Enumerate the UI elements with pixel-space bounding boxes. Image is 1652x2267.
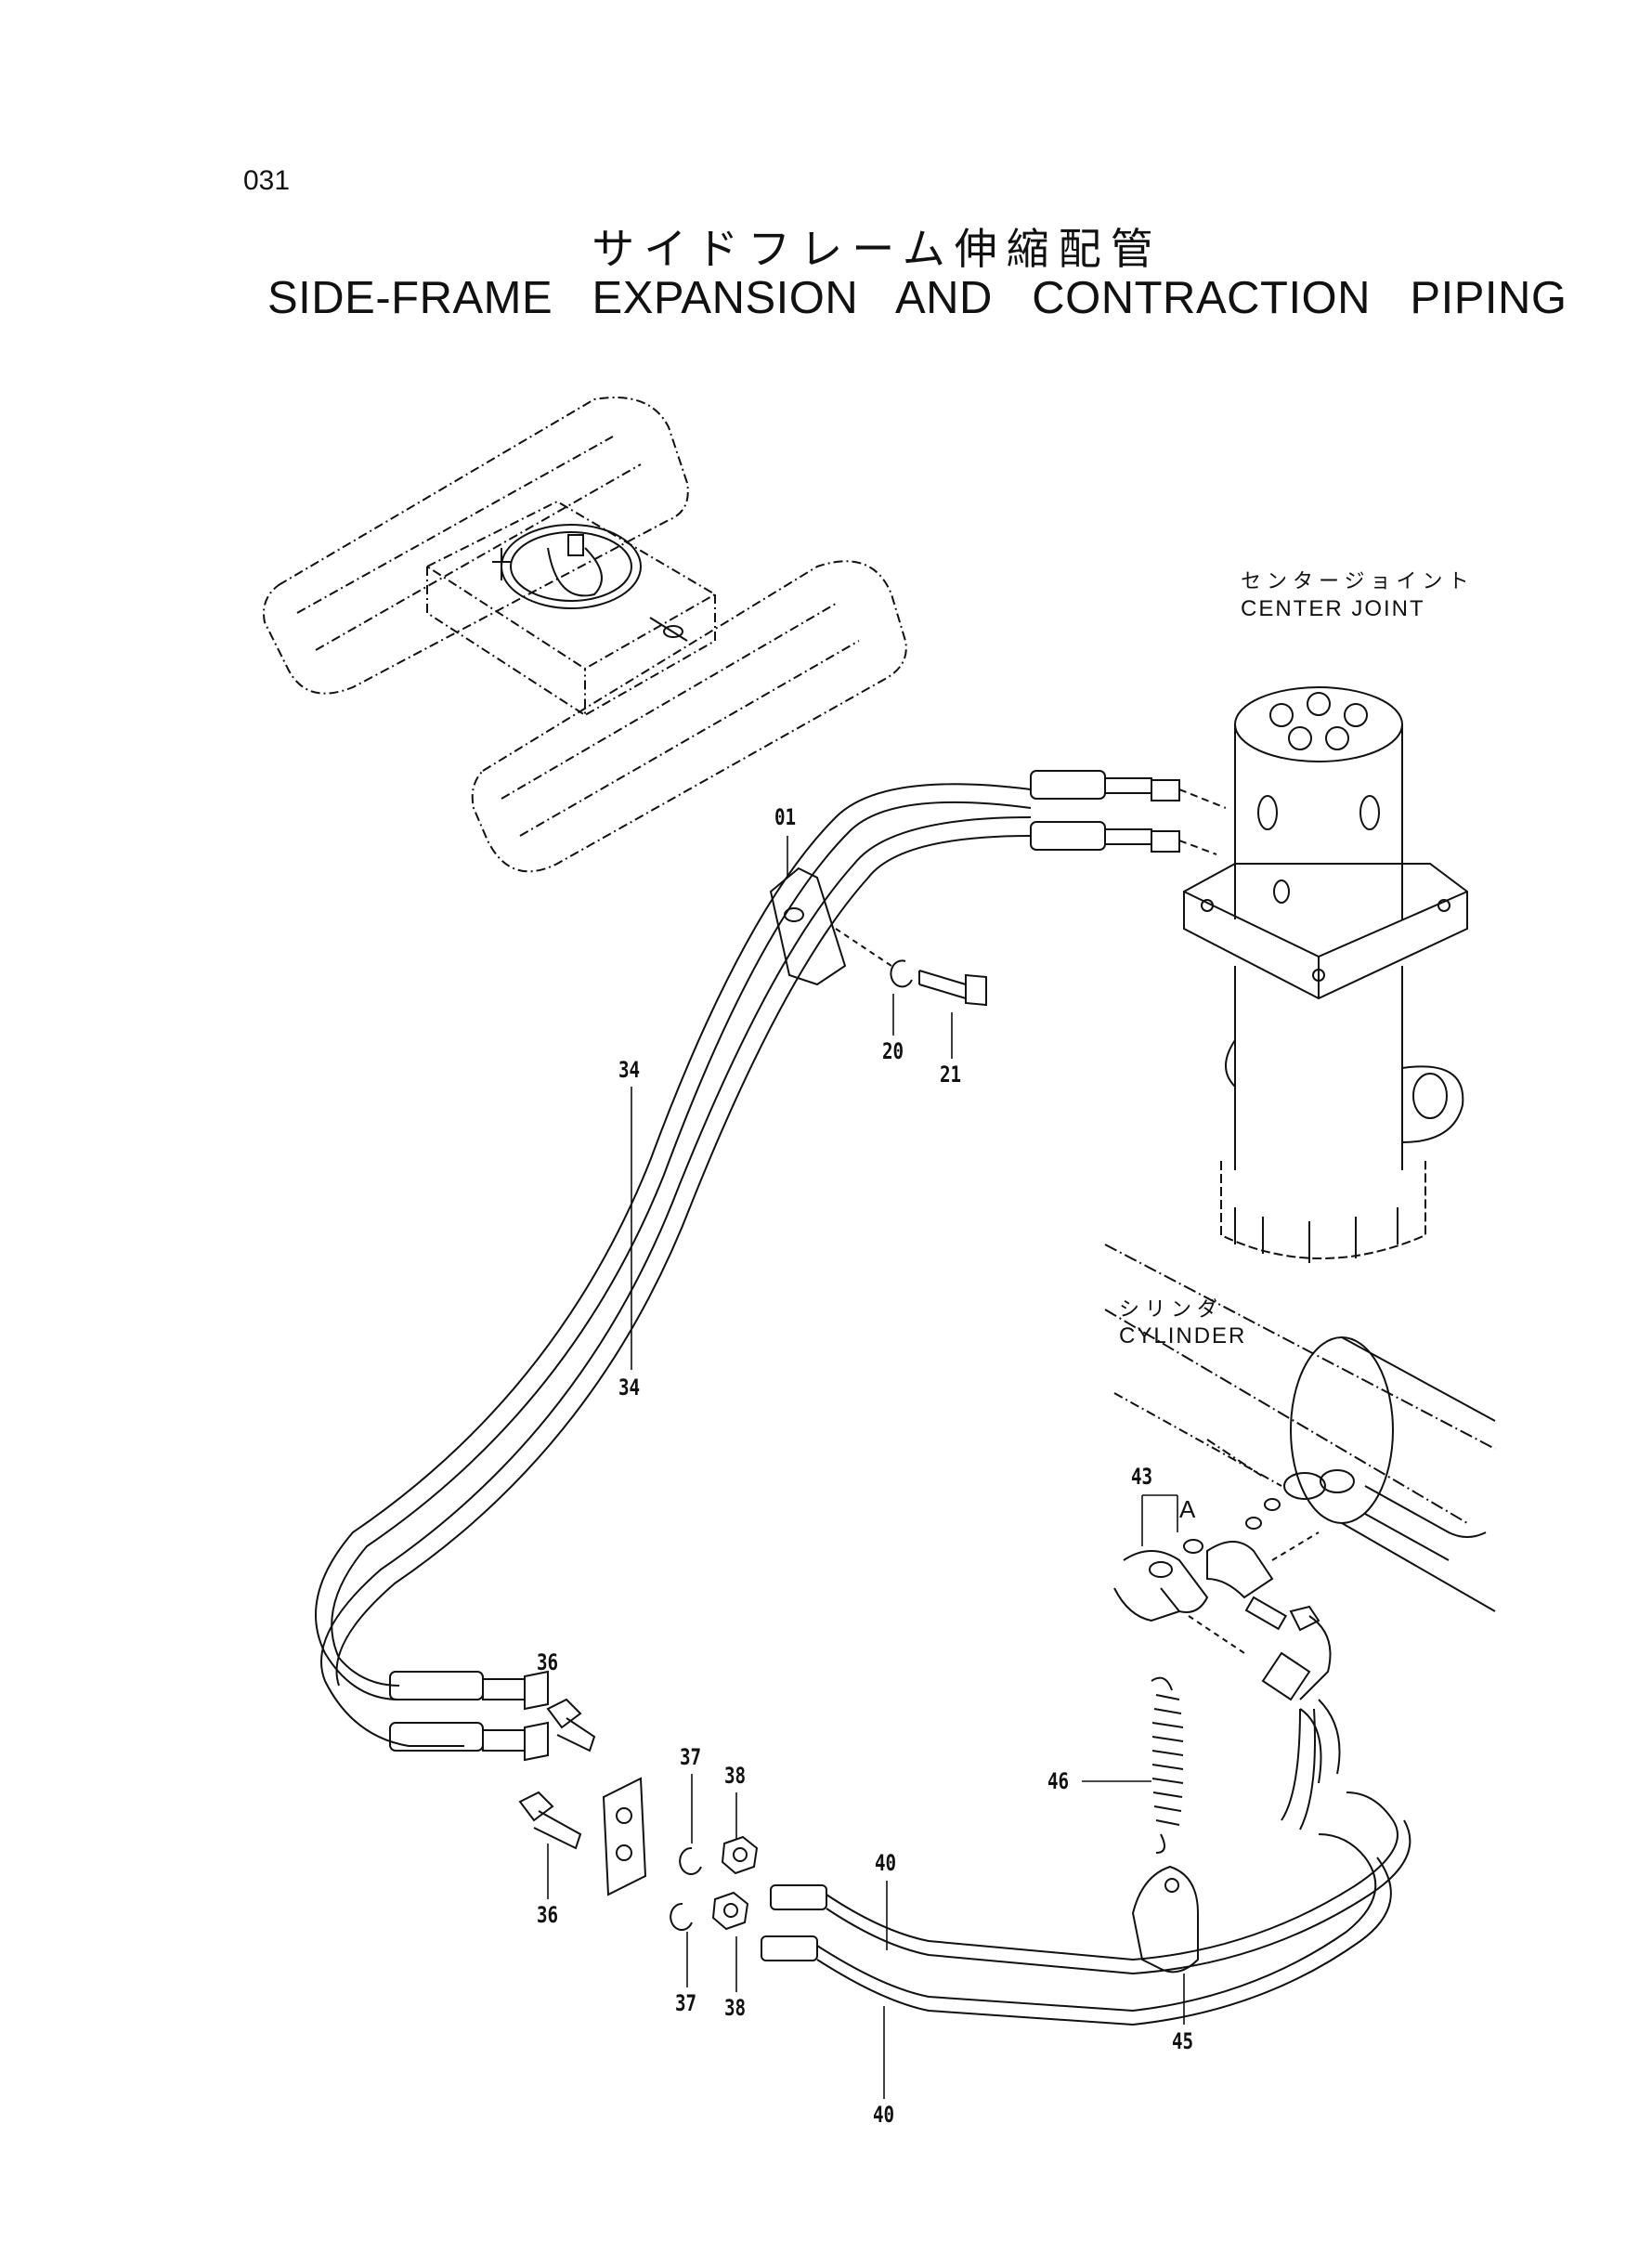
leader-lines — [548, 836, 1184, 2099]
adapter-36 — [520, 1700, 594, 1848]
plate — [604, 1778, 645, 1895]
spring-46 — [1151, 1678, 1183, 1853]
callout-34-upper: 34 — [618, 1057, 641, 1083]
left-track-inner — [297, 436, 641, 650]
hose-fittings-upper — [1031, 771, 1226, 854]
nuts-38 — [713, 1837, 757, 1929]
center-joint-label-jp: センタージョイント — [1241, 570, 1475, 593]
callout-45: 45 — [1172, 2028, 1194, 2054]
title-japanese: サイドフレーム伸縮配管 — [592, 224, 1163, 274]
clamp-45 — [1133, 1867, 1198, 1972]
callout-40-upper: 40 — [875, 1850, 897, 1876]
callout-21: 21 — [940, 1062, 962, 1088]
callout-36-lower: 36 — [537, 1902, 559, 1928]
title-english: SIDE-FRAME EXPANSION AND CONTRACTION PIP… — [267, 273, 1567, 323]
undercarriage-overview — [264, 397, 906, 871]
page-number: 031 — [243, 165, 291, 196]
cylinder — [1105, 1244, 1495, 1523]
center-frame — [427, 502, 715, 715]
bolt-21 — [919, 971, 986, 1005]
center-joint-label-en: CENTER JOINT — [1241, 596, 1425, 621]
hose-fittings-lower-left — [390, 1672, 548, 1760]
callout-43: 43 — [1131, 1464, 1153, 1490]
cylinder-body — [1114, 1337, 1495, 1611]
left-track-frame — [264, 397, 688, 694]
hose-40-pair — [761, 1700, 1410, 2025]
callout-38-upper: 38 — [724, 1763, 747, 1789]
callout-34-lower: 34 — [618, 1375, 641, 1401]
washers-37 — [670, 1848, 701, 1930]
cylinder-label-en: CYLINDER — [1119, 1323, 1247, 1348]
clamp-01 — [771, 868, 891, 984]
callout-40-lower: 40 — [873, 2102, 895, 2128]
callout-20: 20 — [882, 1038, 904, 1064]
callout-37-lower: 37 — [675, 1990, 697, 2016]
washer-20 — [891, 960, 912, 986]
callout-01: 01 — [774, 804, 797, 830]
cylinder-label-jp: シリンダ — [1119, 1298, 1224, 1322]
hose-34-pair — [316, 784, 1031, 1746]
detail-a-label: A — [1179, 1495, 1198, 1523]
center-joint-flange — [1184, 864, 1467, 998]
center-joint — [1184, 687, 1467, 1263]
overview-center-ring — [492, 525, 687, 641]
center-joint-base — [1221, 1161, 1425, 1258]
callout-46: 46 — [1047, 1768, 1070, 1794]
callout-37-upper: 37 — [680, 1744, 702, 1770]
elbow-fittings-43 — [1114, 1499, 1331, 1700]
callout-38-lower: 38 — [724, 1995, 747, 2021]
callout-36-upper: 36 — [537, 1649, 559, 1675]
right-track-inner — [501, 604, 859, 836]
